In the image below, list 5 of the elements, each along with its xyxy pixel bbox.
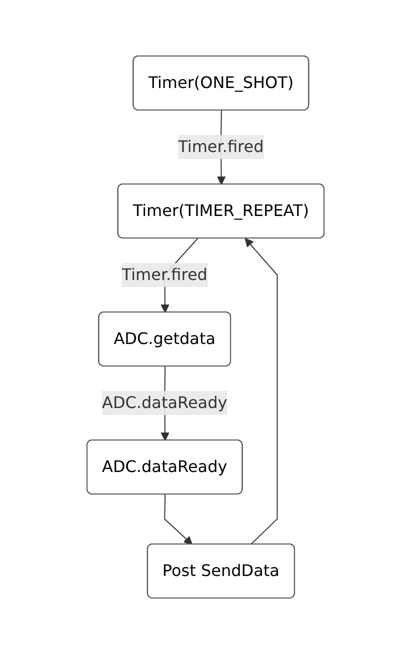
edge-label: ADC.dataReady [102, 392, 228, 412]
arrow [244, 238, 278, 545]
arrow [164, 494, 193, 545]
edge-label: Timer.fired [122, 265, 208, 284]
edge-label: Timer.fired [178, 137, 264, 156]
